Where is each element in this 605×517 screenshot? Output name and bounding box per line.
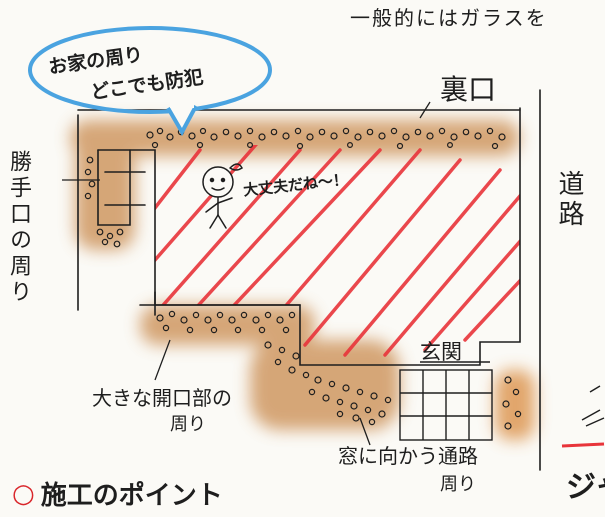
legend-red-circle-icon: ○ — [12, 478, 35, 509]
label-entrance: 玄関 — [420, 340, 462, 364]
gravel-pebbles — [84, 127, 522, 430]
label-large-opening: 大きな開口部の — [92, 386, 232, 410]
house-outline — [77, 89, 541, 471]
label-window-path-2: 周り — [440, 474, 476, 495]
red-hatch — [155, 145, 520, 357]
label-partial-right: ジャ — [566, 470, 605, 505]
top-caption: 一般的にはガラスを — [350, 6, 548, 30]
speech-bubble — [28, 26, 272, 137]
label-road: 道路 — [554, 170, 584, 230]
label-window-path: 窓に向かう通路 — [338, 444, 478, 468]
edge-marks — [561, 385, 605, 448]
mascot-figure — [202, 163, 243, 229]
legend: ○ 施工のポイント — [12, 475, 223, 512]
entrance-grid — [399, 361, 493, 441]
leader-lines — [62, 101, 431, 446]
label-kitchen-door: 勝手口の周り — [6, 150, 31, 306]
legend-text: 施工のポイント — [40, 481, 223, 511]
label-back-door: 裏口 — [440, 73, 497, 106]
label-large-opening-2: 周り — [170, 414, 206, 435]
